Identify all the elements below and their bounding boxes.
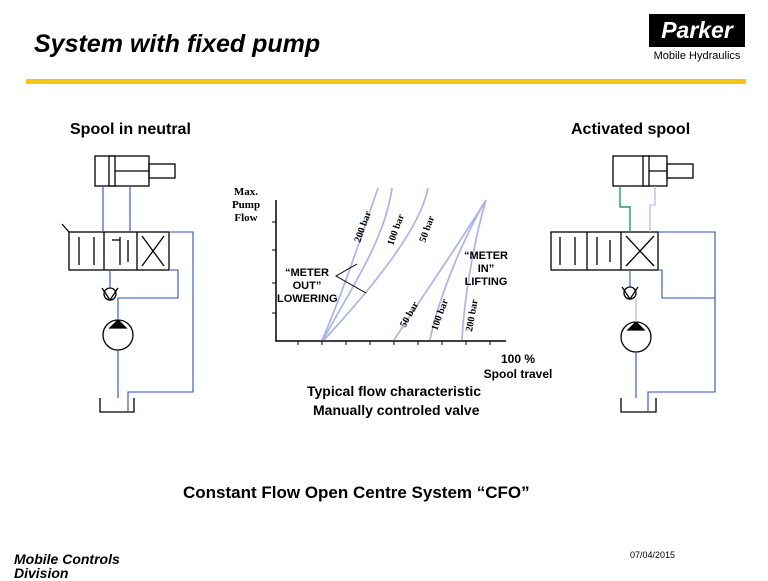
right-circuit [550, 155, 694, 413]
label-in-100: 100 bar [429, 297, 451, 332]
left-spool-valve [68, 231, 170, 271]
parker-logo [649, 14, 745, 47]
footer-date: 07/04/2015 [630, 550, 676, 560]
curve-in-50 [393, 199, 487, 341]
left-diagram-heading: Spool in neutral [70, 121, 191, 138]
curve-in-100 [429, 199, 487, 341]
label-out-200: 200 bar [352, 209, 374, 244]
y-axis-label: Max. Pump Flow [231, 186, 261, 224]
caption-line-1: Typical flow characteristic [307, 383, 482, 399]
logo-division: Mobile Hydraulics [653, 50, 741, 62]
logo-brand: Parker [661, 17, 733, 43]
meter-out-label: “METER OUT” LOWERING [277, 267, 338, 305]
title-rule [26, 79, 746, 84]
x-axis-label-1: 100 % [500, 352, 536, 366]
meter-out-pointer [334, 263, 367, 294]
label-in-50: 50 bar [398, 300, 422, 330]
right-diagram-heading: Activated spool [571, 121, 691, 138]
right-active-flow [619, 186, 631, 232]
caption-line-2: Manually controled valve [313, 402, 480, 418]
page-title: System with fixed pump [34, 30, 321, 58]
label-in-200: 200 bar [464, 298, 481, 332]
left-tank [99, 398, 135, 413]
curve-out-100 [322, 187, 393, 341]
curve-out-200 [321, 187, 379, 341]
curve-in-200 [461, 199, 487, 341]
label-out-50: 50 bar [417, 214, 437, 244]
meter-in-label: “METER IN” LIFTING [464, 250, 508, 288]
right-spool-valve [550, 231, 659, 271]
graph-axes [275, 200, 506, 342]
flow-graph [272, 200, 506, 345]
right-tank [620, 398, 657, 413]
right-circuit-lines [629, 231, 716, 412]
left-circuit-lines [102, 186, 194, 412]
curve-out-50 [323, 187, 429, 341]
left-circuit [61, 155, 176, 413]
x-axis-label-2: Spool travel [483, 367, 553, 381]
footer-title: Constant Flow Open Centre System “CFO” [183, 483, 530, 502]
